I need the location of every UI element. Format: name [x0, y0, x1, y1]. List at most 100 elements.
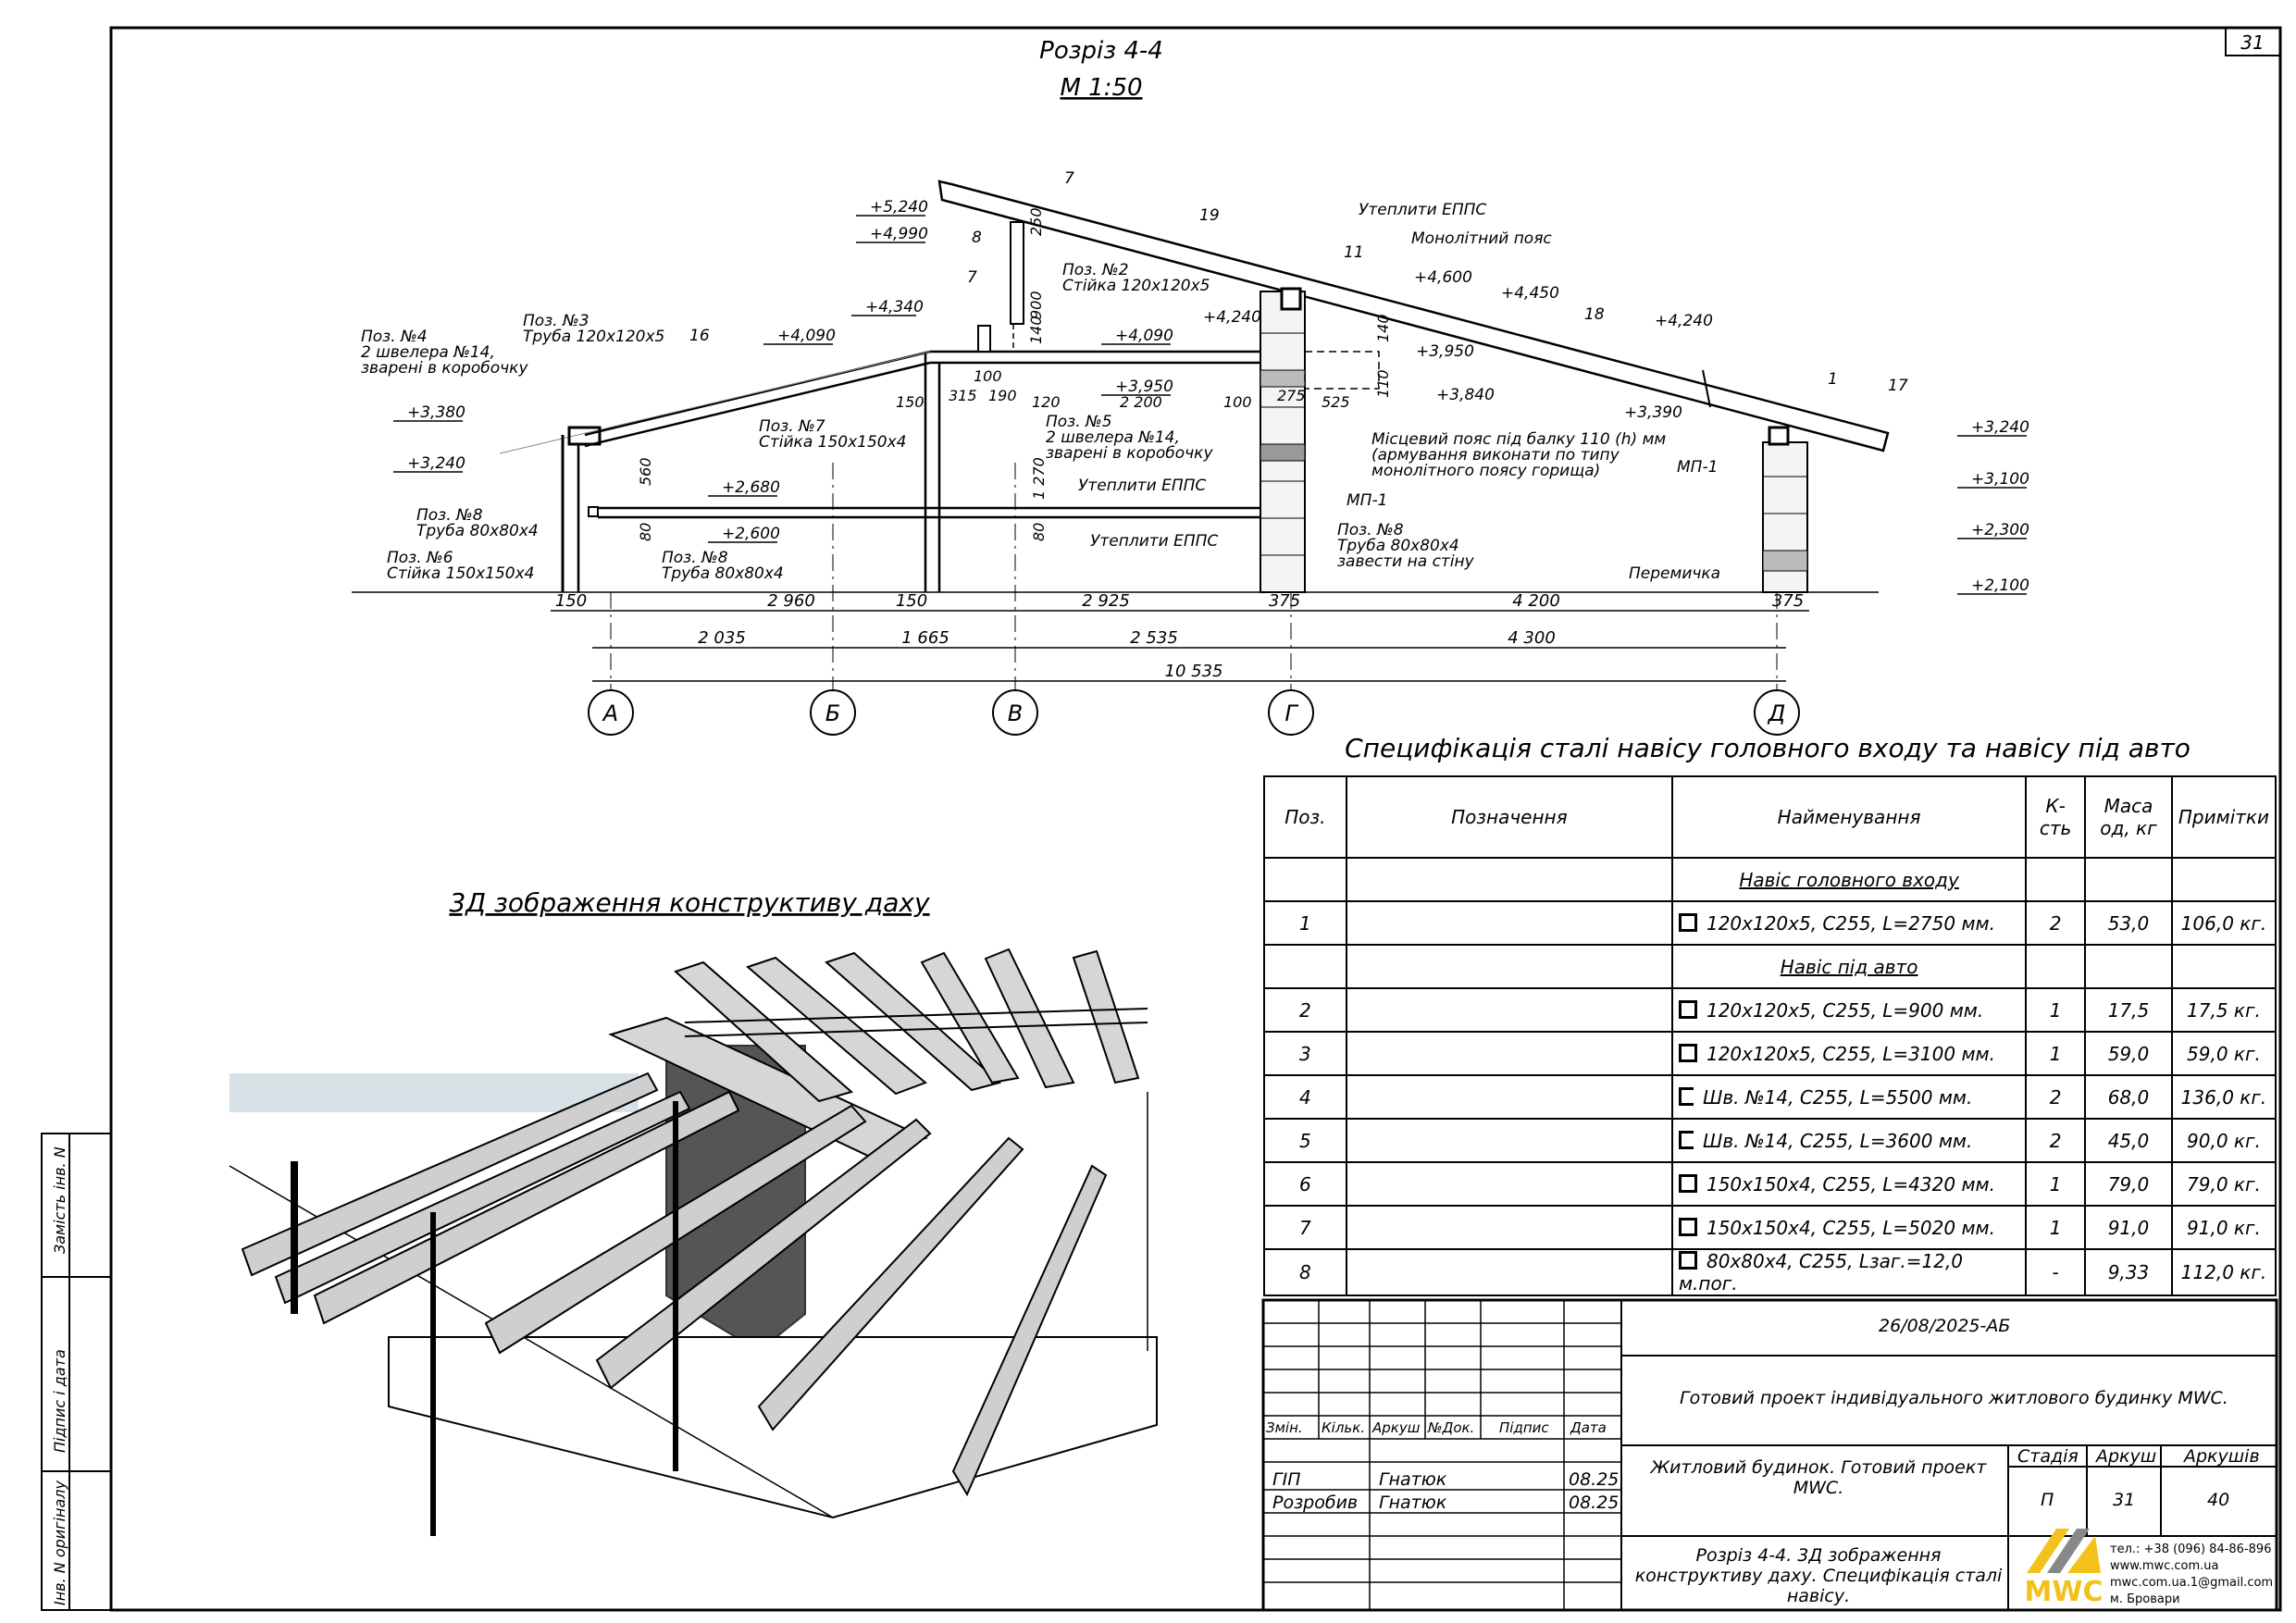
spec-row: 2 120х120х5, С255, L=900 мм. 1 17,5 17,5… — [1263, 987, 2277, 1033]
spec-h-qty: К-сть — [2025, 775, 2087, 859]
svg-text:2 035: 2 035 — [698, 628, 746, 648]
svg-text:Стійка 150х150х4: Стійка 150х150х4 — [387, 564, 534, 583]
svg-text:4 200: 4 200 — [1512, 591, 1560, 611]
sheet-label: Аркуш — [2096, 1446, 2157, 1467]
svg-text:900: 900 — [1027, 291, 1045, 319]
elevation-leaders — [393, 215, 2027, 595]
svg-text:+4,240: +4,240 — [1655, 312, 1713, 330]
svg-text:+4,090: +4,090 — [777, 327, 836, 345]
channel-icon — [1678, 1130, 1694, 1149]
svg-text:Поз. №6: Поз. №6 — [387, 549, 453, 567]
svg-text:зварені в коробочку: зварені в коробочку — [1046, 444, 1213, 463]
svg-text:17: 17 — [1888, 377, 1908, 395]
stage-label: Стадія — [2017, 1446, 2079, 1467]
wall-g — [1260, 287, 1380, 593]
spec-row: 7 150х150х4, С255, L=5020 мм. 1 91,0 91,… — [1263, 1205, 2277, 1250]
gip-date: 08.25 — [1569, 1469, 1620, 1490]
contact-city: м. Бровари — [2110, 1592, 2180, 1606]
svg-text:Поз. №8: Поз. №8 — [416, 506, 483, 525]
axis-lines — [610, 463, 1778, 689]
svg-text:+5,240: +5,240 — [870, 198, 928, 217]
svg-text:+3,950: +3,950 — [1115, 378, 1173, 396]
svg-text:100: 100 — [974, 367, 1002, 385]
svg-text:+3,950: +3,950 — [1416, 342, 1474, 361]
square-tube-icon — [1678, 999, 1697, 1019]
svg-text:18: 18 — [1584, 305, 1605, 324]
svg-text:100: 100 — [1223, 393, 1252, 411]
spec-h-note: Примітки — [2170, 775, 2277, 859]
svg-text:Д: Д — [1768, 700, 1786, 726]
svg-text:Поз. №4: Поз. №4 — [361, 328, 428, 346]
svg-text:315: 315 — [949, 387, 977, 404]
spec-h-pos: Поз. — [1263, 775, 1347, 859]
svg-text:190: 190 — [988, 387, 1017, 404]
spec-row: 3 120х120х5, С255, L=3100 мм. 1 59,0 59,… — [1263, 1031, 2277, 1076]
view3d-title: 3Д зображення конструктиву даху — [449, 887, 929, 918]
svg-text:2 960: 2 960 — [767, 591, 815, 611]
svg-text:Труба 80х80х4: Труба 80х80х4 — [662, 564, 784, 583]
svg-text:Б: Б — [825, 700, 840, 726]
svg-text:МП-1: МП-1 — [1677, 458, 1718, 477]
side-stamp-signature: Підпис і дата — [51, 1349, 68, 1453]
stage-value: П — [2041, 1490, 2054, 1510]
sheet-number: 31 — [2240, 31, 2264, 54]
dimension-total: 10 535 — [1165, 662, 1223, 681]
svg-text:560: 560 — [637, 457, 654, 486]
spec-row: 1 120х120х5, С255, L=2750 мм. 2 53,0 106… — [1263, 900, 2277, 946]
svg-text:Стійка 150х150х4: Стійка 150х150х4 — [759, 433, 906, 452]
svg-text:+3,390: +3,390 — [1624, 403, 1682, 422]
spec-group-row: Навіс під авто — [1263, 944, 2277, 989]
svg-text:+2,680: +2,680 — [722, 478, 780, 497]
svg-text:+4,240: +4,240 — [1203, 308, 1261, 327]
mwc-logo: MWC — [2025, 1529, 2103, 1608]
sheet-frame — [109, 26, 2282, 1612]
building-title: Житловий будинок. Готовий проект MWC. — [1650, 1457, 1987, 1498]
svg-text:1 270: 1 270 — [1030, 457, 1048, 500]
svg-text:4 300: 4 300 — [1508, 628, 1556, 648]
svg-text:МП-1: МП-1 — [1347, 491, 1387, 510]
spec-title: Специфікація сталі навісу головного вход… — [1345, 733, 2191, 763]
dimension-row-2: 2 035 1 665 2 535 4 300 — [698, 628, 1556, 648]
svg-text:150: 150 — [896, 591, 927, 611]
svg-text:2 925: 2 925 — [1082, 591, 1130, 611]
svg-text:+4,450: +4,450 — [1501, 284, 1559, 303]
dev-label: Розробив — [1272, 1493, 1359, 1513]
elevation-marks: +5,240 +4,990 +4,340 +4,090 +4,090 +3,95… — [407, 198, 2029, 595]
svg-text:Труба 120х120х5: Труба 120х120х5 — [523, 328, 664, 346]
svg-text:В: В — [1008, 700, 1023, 726]
contact-phone: тел.: +38 (096) 84-86-896 — [2110, 1542, 2272, 1556]
svg-text:80: 80 — [637, 523, 654, 541]
svg-text:Утеплити ЕППС: Утеплити ЕППС — [1359, 201, 1486, 219]
svg-text:Поз. №5: Поз. №5 — [1046, 413, 1112, 431]
svg-text:+3,380: +3,380 — [407, 403, 465, 422]
svg-text:2 швелера №14,: 2 швелера №14, — [1046, 428, 1180, 447]
side-stamp-replace: Замість інв. N — [51, 1146, 68, 1254]
svg-text:зварені в коробочку: зварені в коробочку — [361, 359, 528, 378]
spec-group-row: Навіс головного входу — [1263, 857, 2277, 902]
sheets-value: 40 — [2207, 1490, 2230, 1510]
dev-date: 08.25 — [1569, 1493, 1620, 1513]
svg-text:7: 7 — [967, 268, 977, 287]
side-stamp — [41, 1133, 112, 1611]
square-tube-icon — [1678, 1043, 1697, 1062]
svg-text:150: 150 — [555, 591, 587, 611]
channel-icon — [1678, 1086, 1694, 1106]
svg-text:+4,600: +4,600 — [1414, 268, 1472, 287]
position-labels: Поз. №4 2 швелера №14, зварені в коробоч… — [361, 169, 1908, 583]
contact-email: mwc.com.ua.1@gmail.com — [2110, 1576, 2274, 1590]
svg-text:1 665: 1 665 — [901, 628, 949, 648]
svg-text:120: 120 — [1032, 393, 1061, 411]
svg-text:11: 11 — [1344, 243, 1364, 262]
spec-row: 6 150х150х4, С255, L=4320 мм. 1 79,0 79,… — [1263, 1161, 2277, 1207]
svg-text:Поз. №8: Поз. №8 — [662, 549, 728, 567]
svg-text:+2,600: +2,600 — [722, 525, 780, 543]
svg-text:Стійка 120х120х5: Стійка 120х120х5 — [1062, 277, 1210, 295]
svg-text:1: 1 — [1828, 370, 1838, 389]
gip-label: ГІП — [1272, 1469, 1301, 1490]
sheets-label: Аркушів — [2184, 1446, 2260, 1467]
svg-text:+4,340: +4,340 — [865, 298, 924, 316]
svg-text:Поз. №2: Поз. №2 — [1062, 261, 1129, 279]
svg-text:140: 140 — [1027, 316, 1045, 344]
svg-text:275: 275 — [1277, 387, 1306, 404]
square-tube-icon — [1678, 912, 1697, 932]
